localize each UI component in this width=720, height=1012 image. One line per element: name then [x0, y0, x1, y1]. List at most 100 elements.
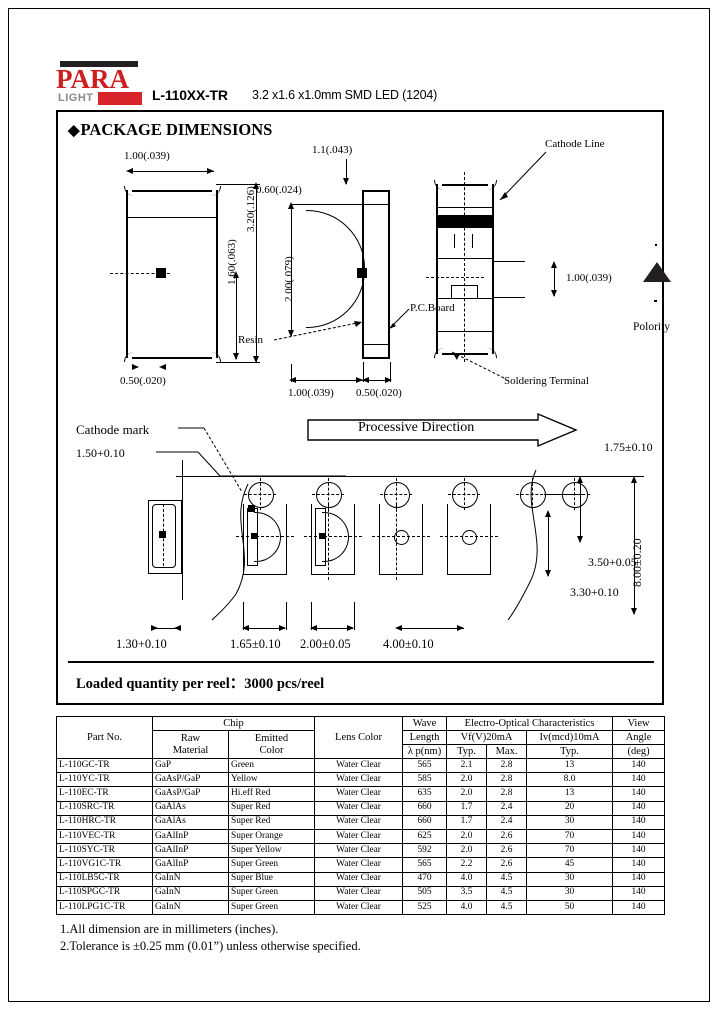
side-lens-arrow-down	[287, 330, 294, 337]
th-electro-optical: Electro-Optical Characteristics	[446, 716, 614, 731]
pocket-2-vcenterline	[328, 504, 329, 580]
side-lens-ext-top	[291, 204, 363, 205]
tape-400-dimline	[398, 628, 464, 629]
tape-200-ext-l	[311, 602, 312, 630]
front-pad-arrow-right	[159, 364, 166, 370]
break-curve-right	[507, 469, 538, 621]
side-pcb-right	[388, 190, 390, 358]
cell-emit: Super Yellow	[227, 843, 316, 859]
top-tick-left	[454, 234, 455, 248]
tape-3p5-label: 3.50+0.05	[588, 555, 637, 569]
tape-component-0	[152, 504, 176, 568]
th-raw-material-l1: Raw	[180, 733, 201, 745]
side-base-arrow-left	[289, 376, 296, 383]
th-part-no: Part No.	[56, 716, 153, 759]
header-part-number: L-110XX-TR	[152, 87, 228, 103]
front-height-arrow-up	[252, 182, 259, 189]
cell-angle: 140	[612, 814, 666, 830]
pocket-1-left	[243, 504, 244, 574]
cell-vf_typ: 2.0	[446, 772, 488, 788]
th-vf-typ: Typ.	[446, 744, 488, 759]
cell-vf_max: 4.5	[486, 899, 528, 916]
logo-top-bar	[60, 61, 138, 67]
cell-iv_typ: 45	[526, 857, 614, 873]
side-pcb-label: P.C.Board	[410, 302, 455, 314]
front-top-edge	[132, 190, 212, 192]
cathode-line-label: Cathode Line	[545, 138, 605, 150]
side-resin-label: Resin	[238, 334, 264, 346]
cell-vf_max: 2.8	[486, 786, 528, 802]
top-tick-right	[472, 234, 473, 248]
top-right-edge	[492, 184, 494, 354]
front-notch-bl	[124, 352, 135, 362]
top-pad-ext-top	[493, 261, 525, 262]
table-header-row-1: Part No. Chip Lens Color Wave Electro-Op…	[56, 716, 666, 759]
th-wave-length-1: Wave	[402, 716, 448, 731]
th-vf-max: Max.	[486, 744, 528, 759]
note-1: 1.All dimension are in millimeters (inch…	[60, 922, 279, 936]
cell-vf_max: 4.5	[486, 871, 528, 887]
pocket-3-circle	[394, 530, 409, 545]
side-base-dimline	[291, 380, 363, 381]
break-curve-left	[211, 483, 249, 621]
front-notch-tr	[210, 186, 221, 196]
cell-part: L-110LPG1C-TR	[56, 899, 153, 916]
front-inner-arrow-down	[232, 353, 239, 360]
side-base-ext-m	[363, 362, 364, 382]
cell-angle: 140	[612, 828, 666, 845]
cell-lens: Water Clear	[314, 772, 404, 788]
pocket-2-chip	[319, 533, 325, 539]
cathode-mark-label: Cathode mark	[76, 422, 150, 437]
th-emitted-color-l1: Emitted	[254, 733, 289, 745]
cell-vf_typ: 1.7	[446, 800, 488, 816]
th-emitted-color-l2: Color	[259, 744, 284, 756]
pocket-3-bottom	[379, 574, 423, 575]
cell-raw: GaAsP/GaP	[152, 786, 229, 802]
tape-200-arrow-r	[347, 624, 354, 631]
specification-table-wrapper: Part No. Chip Lens Color Wave Electro-Op…	[56, 716, 666, 916]
loaded-quantity-text: Loaded quantity per reel：3000 pcs/reel	[76, 676, 325, 692]
sprocket-hole-5-cv	[532, 478, 533, 510]
cell-part: L-110GC-TR	[56, 757, 153, 774]
front-height-dimline	[256, 184, 257, 362]
side-lens-height-label: 2.00(.079)	[283, 256, 295, 302]
cell-angle: 140	[612, 800, 666, 816]
front-bottom-edge	[132, 357, 212, 359]
soldering-terminal-label: Soldering Terminal	[504, 375, 589, 387]
cell-raw: GaInN	[152, 885, 229, 901]
table-header-row-3: λ p(nm) Typ. Max. Typ. (deg)	[57, 744, 666, 759]
side-pcb-thk-label: 0.50(.020)	[356, 387, 402, 399]
cell-raw: GaInN	[152, 871, 229, 887]
tape-200-label: 2.00±0.05	[300, 637, 351, 651]
page-header: PARA LIGHT L-110XX-TR 3.2 x1.6 x1.0mm SM…	[56, 60, 676, 108]
th-iv: Iv(mcd)10mA	[526, 730, 614, 745]
cell-lens: Water Clear	[314, 899, 404, 916]
cell-iv_typ: 50	[526, 899, 614, 916]
section-title-text: PACKAGE DIMENSIONS	[80, 120, 273, 139]
cell-iv_typ: 8.0	[526, 772, 614, 788]
cell-lens: Water Clear	[314, 885, 404, 901]
side-thk-dimline	[364, 380, 391, 381]
tape-3p3-label: 3.30+0.10	[570, 585, 619, 599]
section-title: ◆PACKAGE DIMENSIONS	[68, 120, 272, 140]
top-left-edge	[436, 184, 438, 354]
pocket-1-lens	[254, 512, 281, 562]
front-notch-br	[210, 352, 221, 362]
cell-iv_typ: 13	[526, 757, 614, 774]
processive-direction-arrow	[307, 412, 578, 448]
side-top-arrow	[342, 178, 349, 185]
pocket-4-bottom	[447, 574, 491, 575]
soldering-leader-line	[451, 351, 505, 379]
cell-vf_typ: 4.0	[446, 871, 488, 887]
cell-part: L-110VG1C-TR	[56, 857, 153, 873]
tape-400-label: 4.00±0.10	[383, 637, 434, 651]
pocket-3-left	[379, 504, 380, 574]
